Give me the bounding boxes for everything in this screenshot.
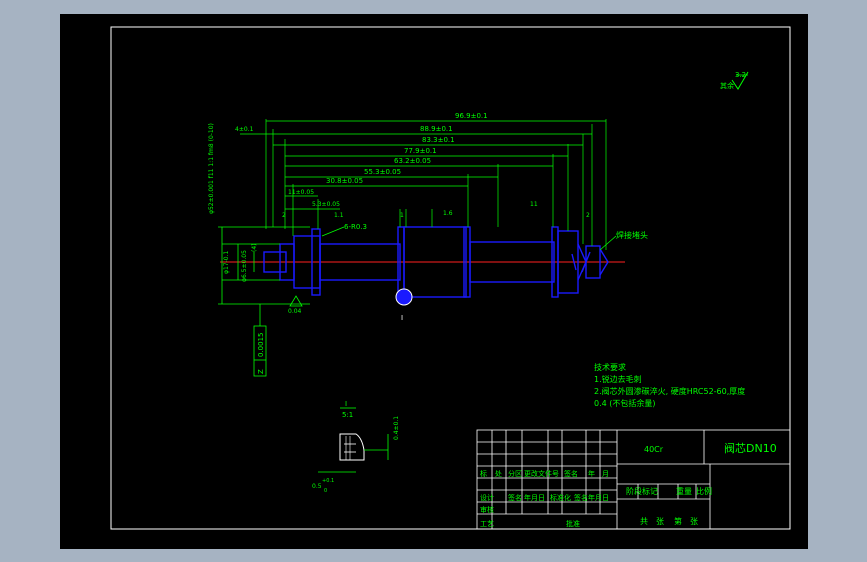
title-block	[476, 429, 791, 530]
tech-req-line2: 2.阀芯外圆渗碳淬火, 硬度HRC52-60,厚度	[594, 386, 745, 396]
dim-2-right: 2	[586, 212, 590, 219]
title-header-cell: 更改文件号	[524, 469, 559, 478]
dim-55-3: 55.3±0.05	[364, 168, 401, 176]
sheet-label: 共	[640, 517, 648, 526]
title-part-name: 阀芯DN10	[724, 441, 777, 455]
dim-diameter-17: φ17-0.1	[223, 251, 230, 274]
title-row3-label: 审核	[480, 505, 494, 514]
datum-symbol: 0.04	[288, 295, 303, 315]
weld-note: 焊接堵头	[616, 230, 648, 240]
dim-77-9: 77.9±0.1	[404, 147, 437, 155]
engineering-drawing: 其余 3.2	[110, 26, 791, 530]
title-header-cell: 分区	[508, 469, 522, 478]
detail-dim-bottom-upper: +0.1	[322, 478, 334, 484]
dim-4: 4±0.1	[235, 126, 254, 133]
title-sheet-labels: 共 张 第 张	[640, 516, 698, 526]
title-material: 40Cr	[644, 445, 664, 454]
dim-88-9: 88.9±0.1	[420, 125, 453, 133]
title-header-cell: 月	[602, 470, 609, 478]
title-row2-cell: 签名	[574, 493, 588, 502]
dim-96-9: 96.9±0.1	[455, 112, 488, 120]
drawing-frame	[110, 26, 791, 530]
dim-2-left: 2	[282, 212, 286, 219]
stage-label: 比例	[696, 486, 712, 496]
sheet-label: 张	[690, 517, 698, 526]
dim-63-2: 63.2±0.05	[394, 157, 431, 165]
technical-requirements: 技术要求 1.锐边去毛刺 2.阀芯外圆渗碳淬火, 硬度HRC52-60,厚度 0…	[594, 362, 745, 408]
detail-groove-shape	[339, 433, 365, 461]
dim-diameter-6-5: φ6.5±0.05	[241, 250, 248, 282]
small-dimension-texts: 4±0.1 2 1.1 1 1.6 11 2	[235, 126, 590, 219]
title-row2-cell: 年月日	[524, 493, 545, 502]
tolerance-value: 0.0015	[257, 333, 265, 358]
drawing-canvas[interactable]: 其余 3.2	[60, 14, 808, 549]
title-row4-label: 工艺	[480, 520, 494, 528]
dim-5-3: 5.3±0.05	[312, 201, 340, 208]
dim-diameter-4: (4)	[251, 244, 258, 253]
detail-dim-bottom-lower: 0	[324, 488, 327, 494]
detail-dim-vertical: 0.4±0.1	[393, 416, 400, 440]
tolerance-symbol: Z	[257, 369, 265, 374]
tolerance-frame: Z 0.0015	[253, 304, 267, 377]
dim-1: 1	[400, 212, 404, 219]
detail-title-marker: I	[345, 400, 347, 408]
title-header-cell: 标	[480, 469, 487, 478]
title-row2-cell: 签名	[508, 493, 522, 502]
left-vertical-note: φ52±0.001 f11 1:1 fm8 (0-10)	[208, 123, 215, 214]
detail-dim-bottom: 0.5	[312, 483, 322, 490]
radius-leader	[321, 226, 345, 237]
title-row2-cell: 设计	[480, 493, 494, 502]
roughness-symbol: 其余 3.2	[720, 71, 749, 90]
datum-triangle-icon	[289, 295, 303, 307]
roughness-value: 3.2	[735, 71, 746, 79]
detail-view: I 5:1 0.4±0.1 0.5 +0.1 0	[312, 400, 400, 494]
dim-30-8: 30.8±0.05	[326, 177, 363, 185]
radius-label: 6-R0.3	[344, 223, 367, 231]
diameter-dimension-lines	[221, 227, 280, 304]
roughness-label: 其余	[720, 81, 734, 90]
datum-label: 0.04	[288, 308, 302, 315]
sheet-label: 第	[674, 516, 682, 526]
stage-label: 重量	[676, 486, 692, 496]
title-approve-label: 批准	[566, 519, 580, 528]
section-marker-circle	[395, 288, 413, 306]
dim-11: 11±0.05	[288, 189, 314, 196]
title-header-cell: 签名	[564, 469, 578, 478]
stage-label: 阶段标记	[626, 486, 658, 496]
title-header-row: 标 处 分区 更改文件号 签名 年 月	[480, 469, 609, 478]
title-row2: 设计 签名 年月日 标准化 签名 年月日	[480, 493, 609, 502]
section-marker-label: I	[401, 314, 403, 322]
top-dimension-texts: 96.9±0.1 88.9±0.1 83.3±0.1 77.9±0.1 63.2…	[288, 112, 488, 208]
sheet-label: 张	[656, 517, 664, 526]
dim-1-1: 1.1	[334, 212, 344, 219]
tech-req-line1: 1.锐边去毛刺	[594, 374, 642, 384]
title-row2-cell: 年月日	[588, 493, 609, 502]
dim-83-3: 83.3±0.1	[422, 136, 455, 144]
dim-1-6: 1.6	[443, 210, 453, 217]
weld-leader	[599, 235, 617, 251]
tech-req-line3: 0.4 (不包括余量)	[594, 398, 656, 408]
detail-title-scale: 5:1	[342, 411, 353, 419]
title-row2-cell: 标准化	[550, 493, 571, 502]
title-header-cell: 处	[495, 469, 502, 478]
valve-core-part	[263, 226, 609, 298]
roughness-check-icon	[731, 71, 749, 90]
title-header-cell: 年	[588, 469, 595, 478]
tech-req-heading: 技术要求	[594, 362, 626, 372]
dim-11-right: 11	[530, 201, 538, 208]
top-dimension-lines	[240, 120, 606, 210]
title-stage-labels: 阶段标记 重量 比例	[626, 486, 712, 496]
